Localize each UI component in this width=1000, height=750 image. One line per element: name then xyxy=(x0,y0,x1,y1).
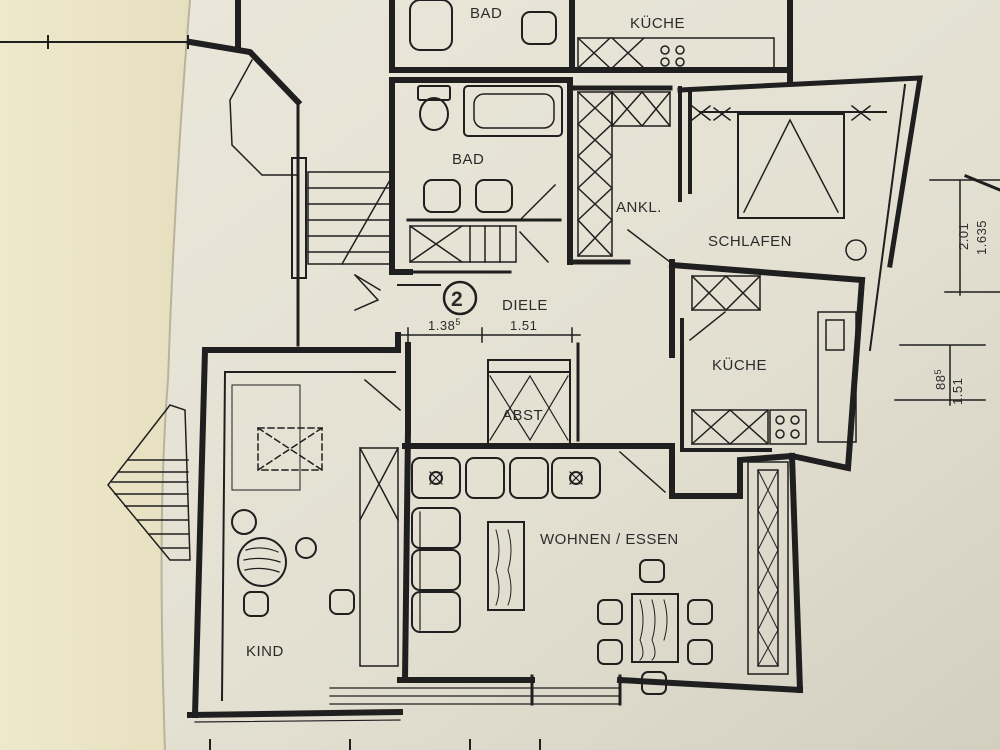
wall xyxy=(530,674,622,706)
nightstand xyxy=(690,104,872,122)
bathtub-inner xyxy=(473,93,555,129)
sofa xyxy=(411,457,601,633)
bed-covers xyxy=(742,118,840,214)
bed xyxy=(231,384,324,491)
room-label-kind: KIND xyxy=(246,643,284,660)
wall xyxy=(186,38,303,107)
dimension-right-top-b: 1.635 xyxy=(974,220,989,255)
toilet xyxy=(409,0,453,51)
dining-table-and-chairs xyxy=(597,559,713,695)
room-labels: BAD KÜCHE BAD ANKL. SCHLAFEN DIELE KÜCHE… xyxy=(246,5,792,660)
wall xyxy=(668,259,866,358)
wardrobe xyxy=(358,446,400,667)
kitchen-counter xyxy=(690,274,857,446)
kitchen-counter xyxy=(576,36,775,70)
dimension-diele-right: 1.51 xyxy=(510,318,537,333)
table-and-chairs xyxy=(231,509,355,617)
room-label-bad: BAD xyxy=(452,151,484,168)
wall xyxy=(191,332,401,719)
room-label-diele: DIELE xyxy=(502,297,548,314)
sink xyxy=(475,179,513,213)
room-label-ankl: ANKL. xyxy=(616,199,662,216)
wall xyxy=(389,77,413,275)
wall xyxy=(389,0,575,73)
unit-marker xyxy=(442,280,478,316)
wall xyxy=(402,443,675,499)
bathtub xyxy=(463,85,563,137)
dimension-labels: 1.385 1.51 2.01 1.635 885 1.51 xyxy=(428,220,989,405)
toilet xyxy=(417,85,451,131)
door-swing xyxy=(518,230,550,264)
window xyxy=(194,687,621,723)
door-swing xyxy=(626,228,672,264)
exterior-stairs xyxy=(107,404,191,561)
double-bed xyxy=(737,113,845,219)
dimension-lines xyxy=(894,174,1000,406)
wall xyxy=(669,452,804,694)
dimension-line xyxy=(399,327,581,343)
sideboard xyxy=(747,461,789,675)
unit-number: 2 xyxy=(451,288,463,311)
left-paper-sheet xyxy=(0,0,190,750)
room-label-kueche: KÜCHE xyxy=(712,356,767,374)
wall xyxy=(788,276,866,472)
room-label-bad-top: BAD xyxy=(470,5,502,22)
wall xyxy=(220,370,396,702)
dimension-right-mid-b: 1.51 xyxy=(950,378,965,405)
plant xyxy=(845,239,867,261)
wall xyxy=(677,75,923,268)
wall xyxy=(401,342,411,684)
wall xyxy=(567,85,673,265)
room-label-schlafen: SCHLAFEN xyxy=(708,233,792,250)
door-swing xyxy=(618,450,667,494)
room-label-wohnen-essen: WOHNEN / ESSEN xyxy=(540,531,679,548)
sink xyxy=(423,179,461,213)
door-swing xyxy=(688,310,727,342)
window xyxy=(291,157,307,279)
room-label-abst: ABST xyxy=(502,407,543,424)
room-label-kueche-top: KÜCHE xyxy=(630,14,685,32)
wardrobe xyxy=(576,90,672,258)
wall xyxy=(680,318,772,452)
balcony-rail xyxy=(209,739,541,750)
wall xyxy=(678,86,692,202)
stairs xyxy=(307,171,392,311)
door-swing xyxy=(518,183,557,222)
door-swing xyxy=(363,378,402,412)
cabinet xyxy=(408,224,517,264)
wall xyxy=(229,58,299,176)
dimension-right-top-a: 2.01 xyxy=(956,223,971,250)
dimension-right-mid-a: 885 xyxy=(933,369,948,390)
sheet-edge xyxy=(160,0,191,750)
sink xyxy=(521,11,557,45)
coffee-table xyxy=(487,521,525,611)
wall xyxy=(186,708,404,719)
wall xyxy=(397,676,804,694)
dimension-diele-left: 1.385 xyxy=(428,317,461,333)
wall xyxy=(868,83,907,352)
